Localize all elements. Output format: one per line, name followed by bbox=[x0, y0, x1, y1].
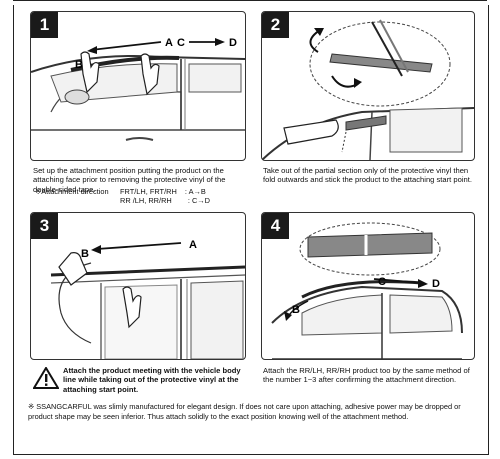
instruction-sheet bbox=[13, 5, 489, 455]
step-2-panel: 2 bbox=[261, 11, 475, 161]
step-2-illustration bbox=[262, 19, 474, 160]
footer-note: ※ SSANGCARFUL was slimly manufactured fo… bbox=[28, 402, 461, 421]
step-1-direction-heading: ※Attachment direction bbox=[35, 187, 109, 196]
step-2-caption: Take out of the partial section only of … bbox=[263, 166, 472, 185]
step-2-number: 2 bbox=[262, 12, 289, 38]
step-3-panel: 3 B A bbox=[30, 212, 246, 360]
step-1-number: 1 bbox=[31, 12, 58, 38]
step-3-number: 3 bbox=[31, 213, 58, 239]
step-4-number: 4 bbox=[262, 213, 289, 239]
step-3-caption: Attach the product meeting with the vehi… bbox=[63, 366, 243, 394]
step-4-panel: 4 B C D bbox=[261, 212, 475, 360]
step-4-caption: Attach the RR/LH, RR/RH product too by t… bbox=[263, 366, 470, 385]
direction-sep: : bbox=[184, 187, 187, 196]
direction-positions: RR /LH, RR/RH bbox=[120, 196, 172, 205]
step-4-label-b: B bbox=[292, 304, 300, 316]
step-4-label-c: C bbox=[378, 276, 386, 288]
step-1-panel: 1 A B C D bbox=[30, 11, 246, 161]
step-1-direction-row-1: FRT/LH, FRT/RH : A→B bbox=[120, 187, 240, 196]
warning-icon bbox=[33, 367, 59, 389]
step-1-caption: Set up the attachment position putting t… bbox=[33, 166, 226, 194]
step-4-illustration: B C D bbox=[271, 222, 463, 359]
step-3-label-a: A bbox=[189, 239, 197, 251]
frame-top-rule bbox=[13, 0, 487, 6]
step-1-label-a: A bbox=[165, 37, 173, 49]
direction-positions: FRT/LH, FRT/RH bbox=[120, 187, 177, 196]
direction-value: A→B bbox=[188, 187, 206, 196]
step-3-caption-text: Attach the product meeting with the vehi… bbox=[63, 366, 241, 394]
step-3-illustration: B A bbox=[50, 239, 245, 359]
direction-value: C→D bbox=[191, 196, 211, 205]
step-3-label-b: B bbox=[81, 248, 89, 260]
step-1-label-c: C bbox=[177, 37, 185, 49]
step-4-label-d: D bbox=[432, 278, 440, 290]
step-1-label-b: B bbox=[75, 59, 83, 71]
step-1-direction-row-2: RR /LH, RR/RH : C→D bbox=[120, 196, 240, 205]
step-1-illustration: A B C D bbox=[31, 37, 245, 141]
step-1-label-d: D bbox=[229, 37, 237, 49]
direction-sep: : bbox=[187, 196, 190, 205]
